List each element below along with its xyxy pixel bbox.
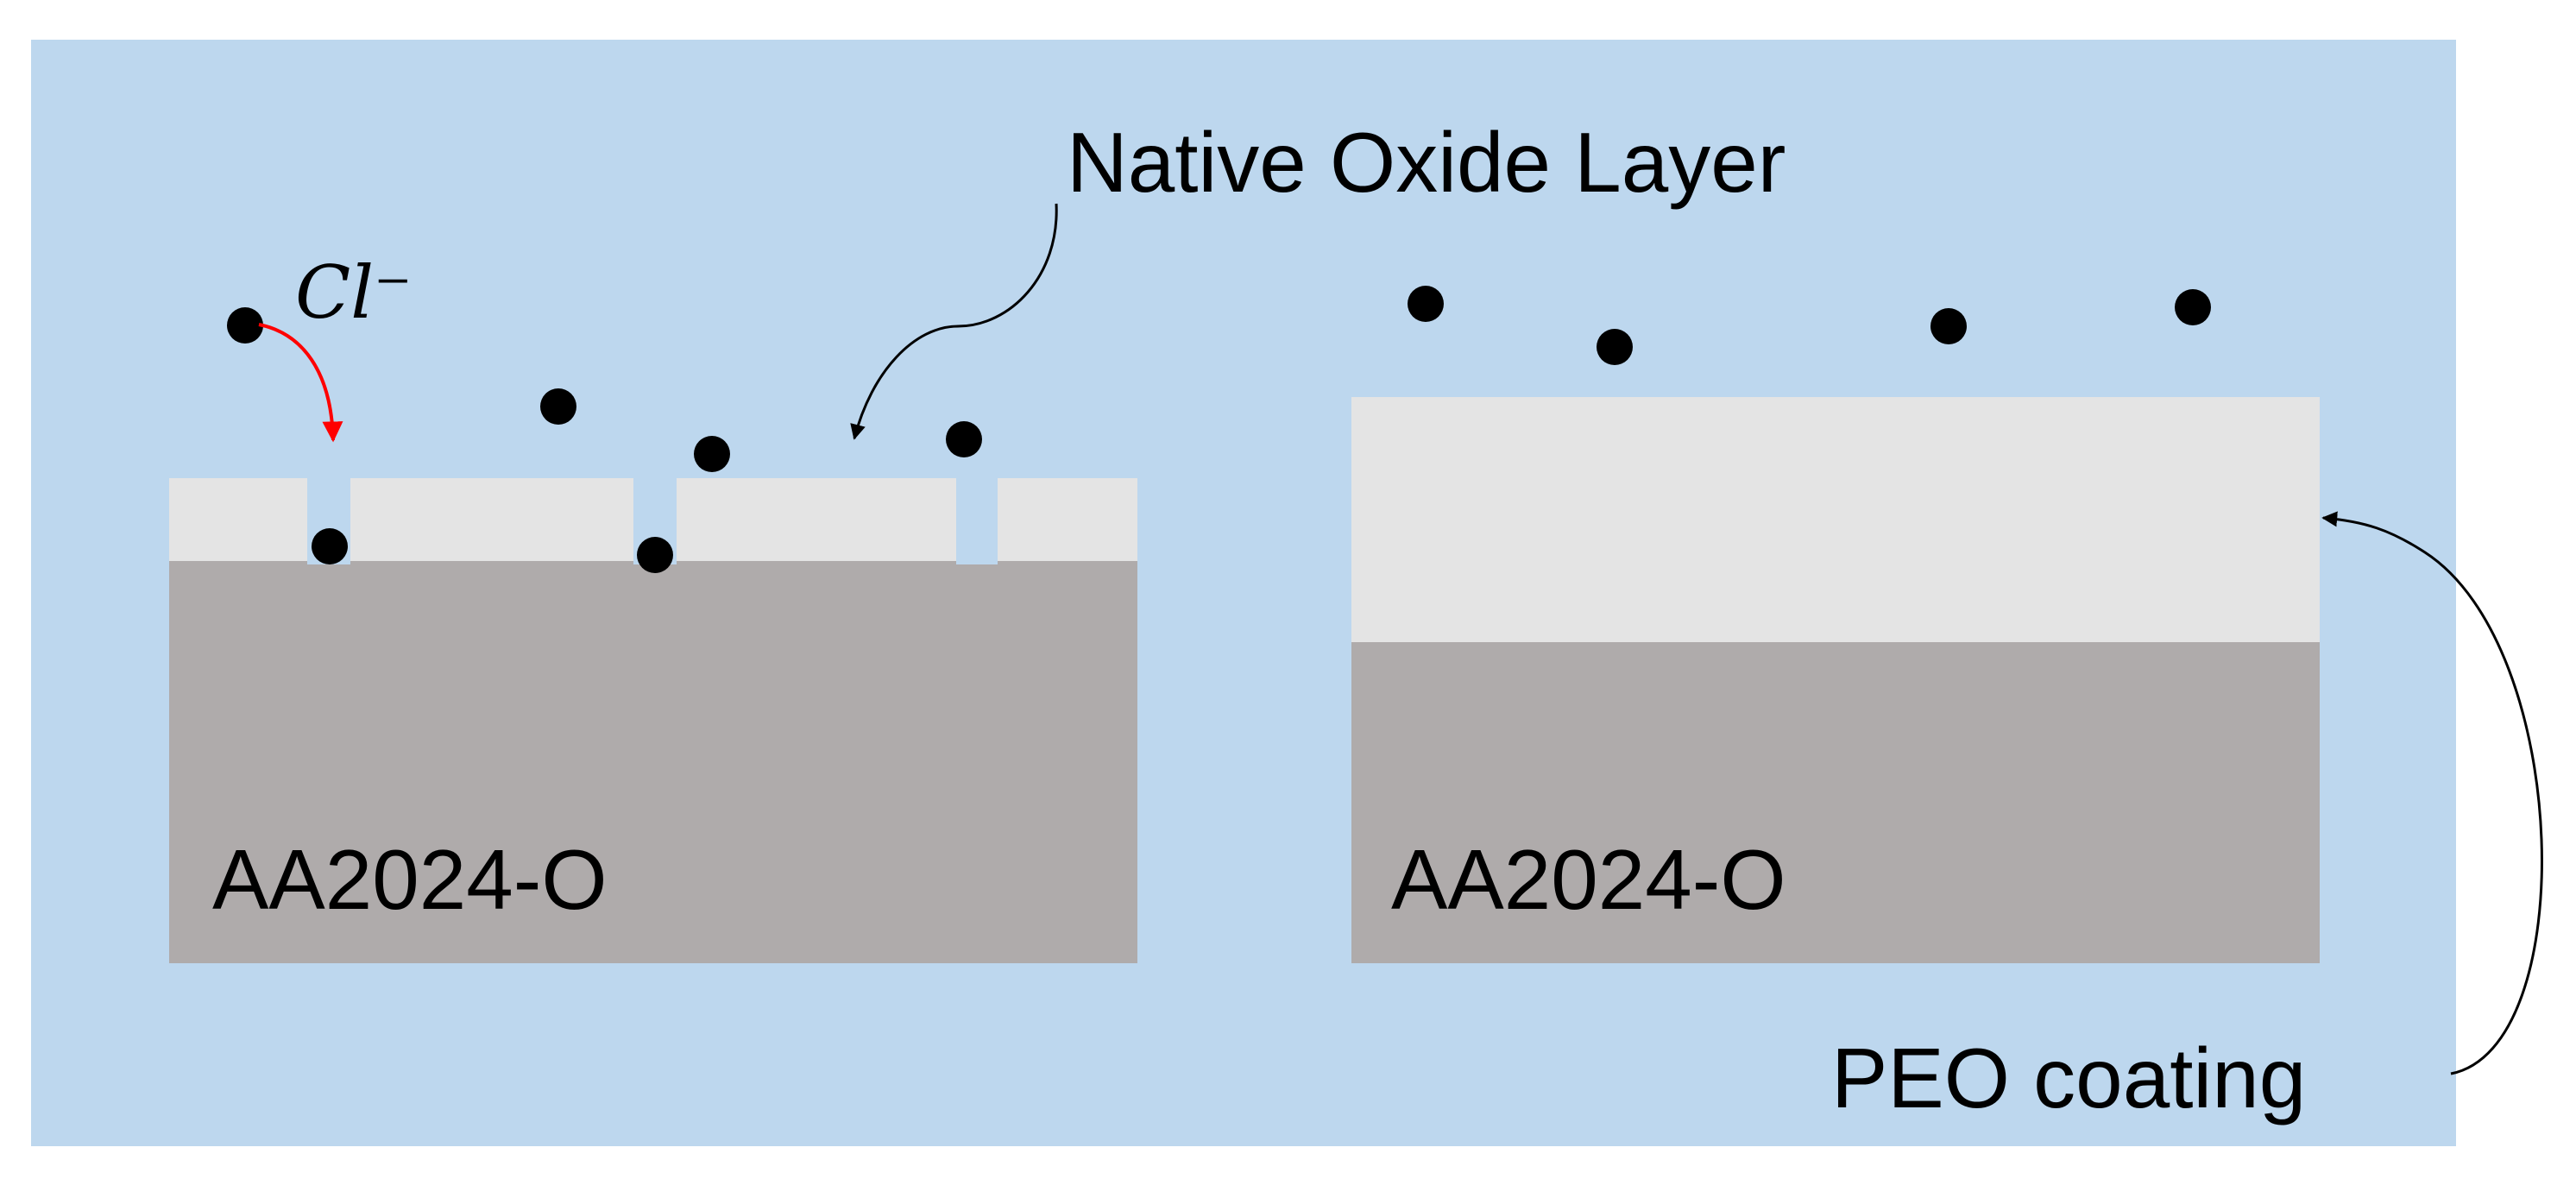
chloride-ion-dot xyxy=(540,388,576,425)
left-sample: AA2024-O xyxy=(169,478,1137,963)
right-sample: AA2024-O xyxy=(1351,397,2320,963)
chloride-ion-dot xyxy=(946,421,982,457)
left-substrate xyxy=(169,561,1137,963)
peo-coating-layer xyxy=(1351,397,2320,644)
native-oxide-arrow xyxy=(850,203,1058,440)
chloride-attack-arrow xyxy=(258,323,343,443)
chloride-ion-label: Cl⁻ xyxy=(295,250,412,335)
peo-coating-label: PEO coating xyxy=(1831,1031,2306,1125)
chloride-ions xyxy=(227,286,2211,573)
chloride-ion-dot xyxy=(2175,289,2211,325)
oxide-pit xyxy=(956,478,998,564)
chloride-ion-dot xyxy=(1408,286,1444,322)
chloride-ion-dot xyxy=(1597,329,1633,365)
chloride-ion-dot xyxy=(694,436,730,472)
left-substrate-label: AA2024-O xyxy=(212,832,608,927)
right-substrate xyxy=(1351,642,2320,963)
chloride-ion-dot xyxy=(312,528,348,564)
peo-coating-arrow xyxy=(2321,511,2543,1075)
chloride-ion-dot xyxy=(227,307,263,344)
right-substrate-label: AA2024-O xyxy=(1391,832,1786,927)
chloride-ion-dot xyxy=(637,537,673,573)
chloride-ion-dot xyxy=(1930,308,1967,344)
native-oxide-label: Native Oxide Layer xyxy=(1067,115,1786,210)
